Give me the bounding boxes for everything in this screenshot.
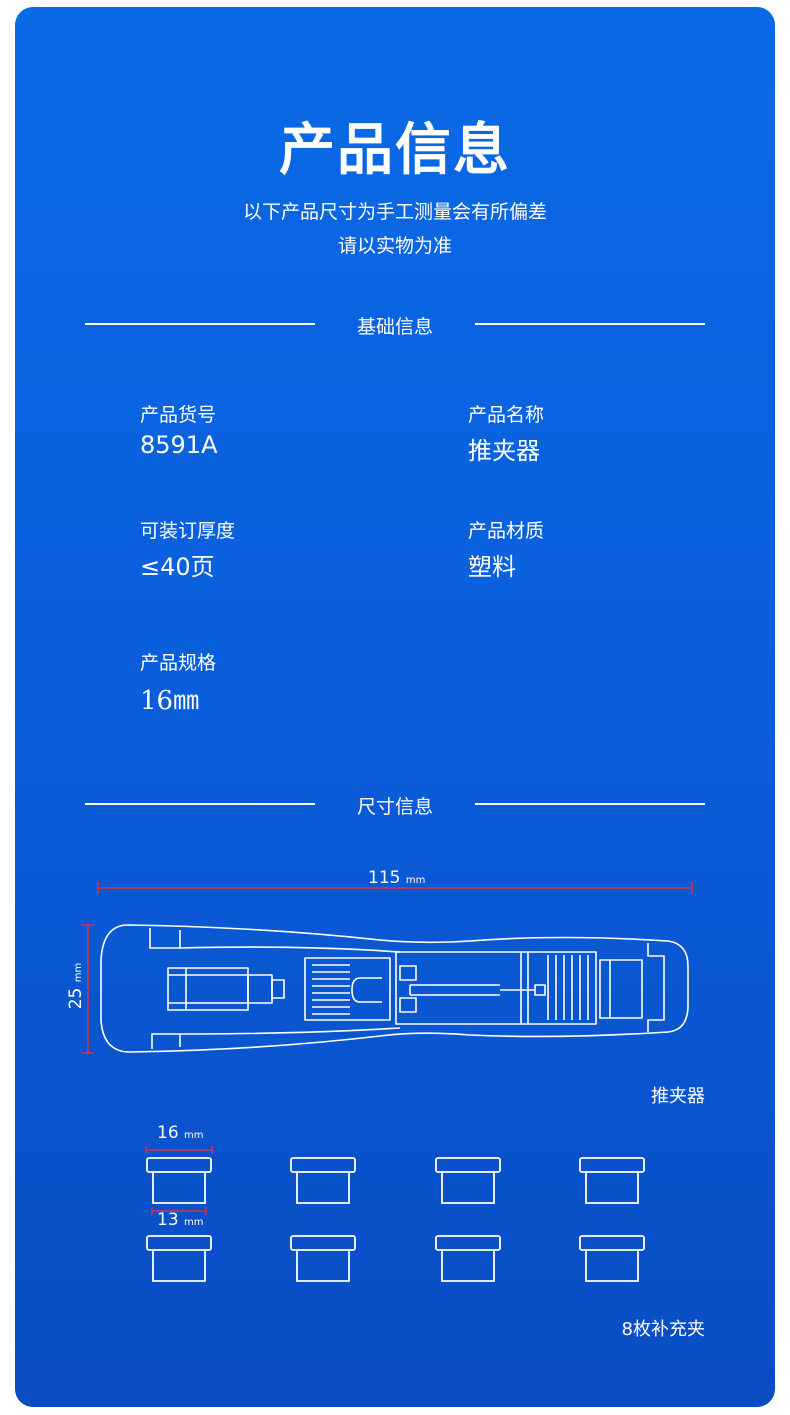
clip-pusher-drawing bbox=[100, 924, 689, 1053]
field-value-binding-thickness: ≤40页 bbox=[140, 553, 215, 581]
divider-right bbox=[475, 323, 705, 325]
refill-clips bbox=[146, 1157, 645, 1282]
field-value-material: 塑料 bbox=[468, 553, 516, 581]
clip-width-value: 16 bbox=[157, 1123, 179, 1143]
length-dimension-line bbox=[97, 882, 693, 894]
field-label-binding-thickness: 可装订厚度 bbox=[140, 520, 236, 542]
divider-left bbox=[85, 803, 315, 805]
clip-width-unit: mm bbox=[184, 1130, 204, 1141]
length-dimension-label: 115 mm bbox=[368, 868, 425, 888]
field-value-item-number: 8591A bbox=[140, 431, 218, 459]
field-label-product-name: 产品名称 bbox=[468, 404, 545, 426]
device-caption: 推夹器 bbox=[651, 1086, 705, 1107]
clip-body-dimension-line bbox=[151, 1207, 207, 1215]
refill-clip bbox=[579, 1235, 645, 1282]
divider-left bbox=[85, 323, 315, 325]
length-value: 115 bbox=[368, 868, 401, 888]
clip-body-label: 13 mm bbox=[157, 1210, 204, 1230]
subtitle-line-1: 以下产品尺寸为手工测量会有所偏差 bbox=[242, 201, 547, 223]
field-value-product-name: 推夹器 bbox=[468, 437, 540, 465]
section-title-size-info: 尺寸信息 bbox=[356, 796, 433, 818]
divider-right bbox=[475, 803, 705, 805]
field-value-specification: 16㎜ bbox=[140, 686, 200, 716]
section-title-basic-info: 基础信息 bbox=[356, 316, 433, 338]
refill-clip bbox=[290, 1235, 356, 1282]
clip-body-value: 13 bbox=[157, 1210, 179, 1230]
refill-clip bbox=[579, 1157, 645, 1204]
length-unit: mm bbox=[405, 875, 426, 886]
clip-width-label: 16 mm bbox=[157, 1123, 204, 1143]
refill-clip bbox=[435, 1235, 501, 1282]
clips-caption: 8枚补充夹 bbox=[621, 1319, 705, 1340]
product-info-card bbox=[15, 7, 775, 1407]
subtitle-line-2: 请以实物为准 bbox=[337, 235, 452, 257]
field-label-item-number: 产品货号 bbox=[140, 404, 217, 426]
field-label-specification: 产品规格 bbox=[140, 652, 217, 674]
refill-clip bbox=[435, 1157, 501, 1204]
clip-body-unit: mm bbox=[184, 1217, 204, 1228]
height-dimension-line bbox=[82, 924, 94, 1054]
refill-clip bbox=[146, 1235, 212, 1282]
page-title: 产品信息 bbox=[279, 118, 511, 183]
clip-width-dimension-line bbox=[145, 1146, 213, 1154]
refill-clip bbox=[146, 1157, 212, 1204]
field-label-material: 产品材质 bbox=[468, 520, 545, 542]
refill-clip bbox=[290, 1157, 356, 1204]
